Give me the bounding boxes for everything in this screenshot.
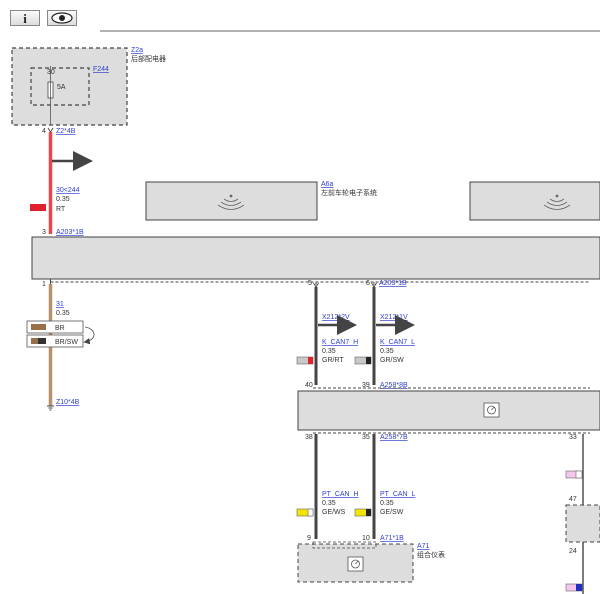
instrument-cluster-name: 组合仪表 bbox=[417, 550, 445, 559]
wire-size: 0.35 bbox=[56, 196, 70, 203]
connector-a258-7b[interactable]: A258*7B bbox=[380, 434, 408, 441]
connector-a71-1b[interactable]: A71*1B bbox=[380, 535, 404, 542]
info-icon: i bbox=[23, 11, 27, 25]
connector-x212-1v[interactable]: X212*1V bbox=[380, 314, 408, 321]
ground-icon bbox=[47, 405, 54, 411]
instrument-cluster-ref[interactable]: A71 bbox=[417, 543, 430, 550]
wire-size: 0.35 bbox=[322, 500, 336, 507]
pin-label: 3 bbox=[42, 229, 46, 236]
pin-label: 24 bbox=[569, 548, 577, 555]
color-swatch-red bbox=[30, 204, 46, 211]
connector-a203-right[interactable]: A203*1B bbox=[379, 280, 407, 287]
connector-a258-8b[interactable]: A258*8B bbox=[380, 382, 408, 389]
wire-color: GR/RT bbox=[322, 357, 344, 364]
fuse-housing bbox=[30, 67, 90, 106]
alt-color-option-2[interactable]: BR/SW bbox=[26, 334, 84, 348]
fuse-rating: 5A bbox=[57, 84, 66, 91]
connector-z10-4b[interactable]: Z10*4B bbox=[56, 399, 80, 406]
pin-label: 6 bbox=[366, 280, 370, 287]
wire-color: GE/WS bbox=[322, 509, 346, 516]
alt-color-option-1[interactable]: BR bbox=[26, 320, 84, 334]
wire-color: GR/SW bbox=[380, 357, 404, 364]
rear-distribution-name: 后部配电器 bbox=[131, 54, 166, 63]
wireless-icon bbox=[543, 194, 571, 210]
fuse-pin-label: 30 bbox=[47, 69, 55, 76]
pin-label: 38 bbox=[305, 434, 313, 441]
control-unit-icon bbox=[347, 556, 364, 572]
pin-label: 9 bbox=[307, 535, 311, 542]
toolbar: i bbox=[0, 0, 600, 32]
connector-a203-top[interactable]: A203*1B bbox=[56, 229, 84, 236]
a203-module[interactable] bbox=[31, 236, 600, 280]
connector-x212-2v[interactable]: X212*2V bbox=[322, 314, 350, 321]
wire-size: 0.35 bbox=[380, 500, 394, 507]
rear-distribution-ref[interactable]: Z2a bbox=[131, 47, 143, 54]
wheel-module-ref[interactable]: A6a bbox=[321, 181, 334, 188]
swap-arrow bbox=[83, 326, 95, 345]
pin-label: 35 bbox=[362, 434, 370, 441]
instrument-cluster-module[interactable] bbox=[297, 541, 414, 583]
rear-distribution-box[interactable]: 30 5A F244 bbox=[11, 47, 128, 126]
svg-text:BR: BR bbox=[55, 325, 65, 332]
can-h-signal-link[interactable]: K_CAN7_H bbox=[322, 339, 358, 346]
wheel-module-name: 左前车轮电子系统 bbox=[321, 188, 377, 197]
wire-size: 0.35 bbox=[380, 348, 394, 355]
right-module[interactable] bbox=[565, 504, 600, 543]
ground-signal-link[interactable]: 31 bbox=[56, 301, 64, 308]
wire-size: 0.35 bbox=[322, 348, 336, 355]
pt-can-l-signal-link[interactable]: PT_CAN_L bbox=[380, 491, 416, 498]
pt-can-h-signal-link[interactable]: PT_CAN_H bbox=[322, 491, 359, 498]
fuse-ref-link[interactable]: F244 bbox=[93, 66, 109, 73]
wire-color: GE/SW bbox=[380, 509, 404, 516]
info-button[interactable]: i bbox=[10, 10, 40, 26]
view-button[interactable] bbox=[47, 10, 77, 26]
wheel-electronics-module-right[interactable] bbox=[469, 181, 600, 221]
pin-label: 47 bbox=[569, 496, 577, 503]
eye-icon bbox=[51, 12, 73, 24]
pin-label: 33 bbox=[569, 434, 577, 441]
wire-size: 0.35 bbox=[56, 310, 70, 317]
a258-module[interactable] bbox=[297, 390, 600, 431]
wireless-icon bbox=[217, 194, 245, 210]
pin-label: 4 bbox=[42, 128, 46, 135]
pin-label: 1 bbox=[42, 281, 46, 288]
pin-label: 40 bbox=[305, 382, 313, 389]
svg-text:i: i bbox=[23, 11, 27, 25]
wheel-electronics-module[interactable] bbox=[145, 181, 318, 221]
wire-color: RT bbox=[56, 206, 66, 213]
svg-text:BR/SW: BR/SW bbox=[55, 339, 78, 346]
connector-z2-4b[interactable]: Z2*4B bbox=[56, 128, 76, 135]
pin-label: 10 bbox=[362, 535, 370, 542]
can-l-signal-link[interactable]: K_CAN7_L bbox=[380, 339, 415, 346]
pin-label: 39 bbox=[362, 382, 370, 389]
pin-label: 5 bbox=[308, 280, 312, 287]
wire-signal-link[interactable]: 30<244 bbox=[56, 187, 80, 194]
control-unit-icon bbox=[483, 402, 500, 418]
